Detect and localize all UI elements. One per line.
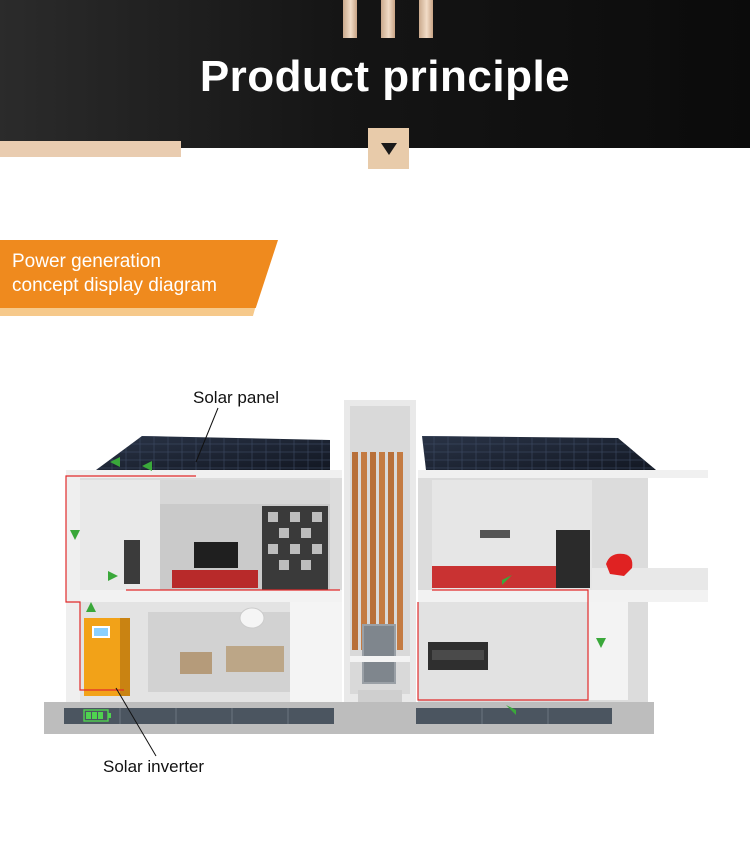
section-label: Power generation concept display diagram <box>0 240 290 316</box>
decor-bar <box>381 0 395 38</box>
flow-arrow-icon <box>70 457 606 715</box>
right-building <box>418 470 708 702</box>
wood-slats <box>352 452 403 650</box>
left-solar-panel <box>96 436 330 470</box>
section-label-box <box>0 240 278 308</box>
house-illustration <box>44 400 708 757</box>
page-title: Product principle <box>199 52 571 101</box>
solar-inverter-unit <box>84 618 130 696</box>
accent-stripe <box>0 141 181 157</box>
solar-panel-callout: Solar panel <box>193 388 280 407</box>
chair-icon <box>606 553 633 576</box>
down-triangle-icon <box>380 142 397 155</box>
center-tower <box>344 400 416 702</box>
lounge-furniture <box>180 607 284 674</box>
solar-inverter-callout: Solar inverter <box>103 757 205 776</box>
decorative-bars <box>343 0 435 38</box>
living-room-furniture <box>124 506 328 590</box>
scroll-down-marker <box>368 128 409 169</box>
decor-bar <box>343 0 357 38</box>
header-banner: Product principle <box>0 0 750 148</box>
decor-bar <box>419 0 433 38</box>
section-label-line1: Power generation <box>12 251 161 272</box>
right-solar-panel <box>422 436 656 470</box>
power-flow-lines <box>65 475 589 701</box>
inverter-leader-line <box>115 687 157 757</box>
panel-leader-line <box>195 407 219 463</box>
foundation <box>44 702 654 734</box>
section-label-text: Power generation concept display diagram <box>12 250 217 298</box>
section-label-line2: concept display diagram <box>12 275 217 296</box>
battery-icon <box>83 709 111 722</box>
house-diagram: Solar panel Solar inverter <box>0 380 750 800</box>
